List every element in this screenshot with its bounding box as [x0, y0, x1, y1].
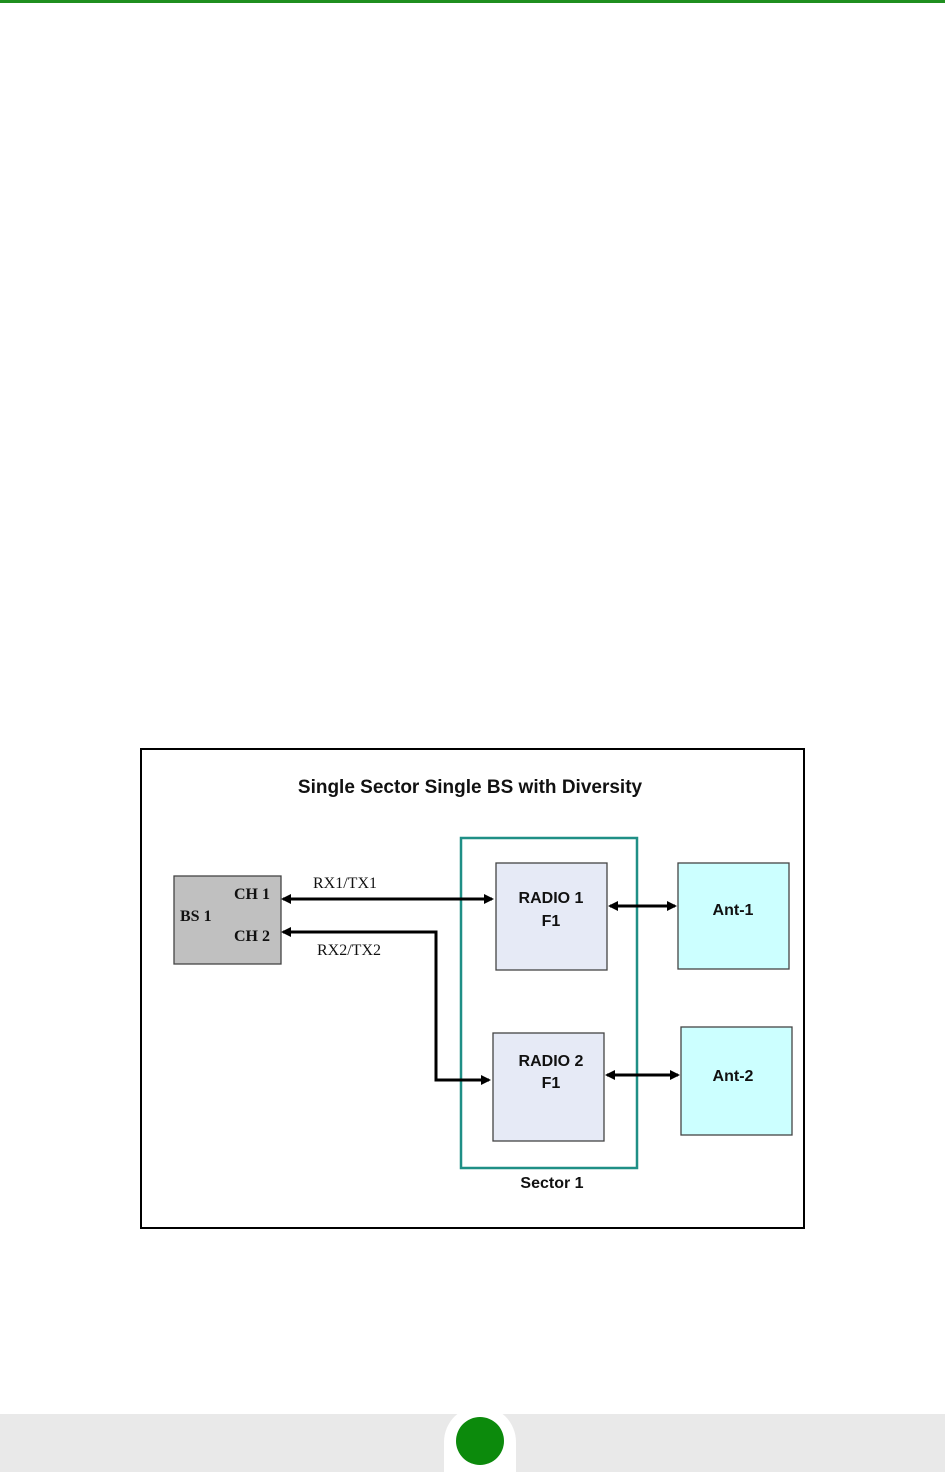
ant1-label: Ant-1 — [713, 902, 754, 919]
diagram-title: Single Sector Single BS with Diversity — [298, 777, 643, 798]
ant2-box — [680, 1026, 793, 1136]
ant1-box — [677, 862, 790, 970]
figure-frame — [140, 748, 805, 1229]
bs-ch1-label: CH 1 — [234, 886, 270, 903]
radio1-freq: F1 — [542, 913, 561, 930]
bs-ch2-label: CH 2 — [234, 928, 270, 945]
link2-arrow — [281, 927, 491, 1085]
radio1-label: RADIO 1 — [519, 890, 584, 907]
radio2-box — [492, 1032, 605, 1142]
bs-box — [173, 875, 282, 965]
ant2-label: Ant-2 — [713, 1068, 754, 1085]
bs-label: BS 1 — [180, 908, 212, 925]
sector-diagram: Single Sector Single BS with Diversity S… — [140, 748, 805, 1229]
radio1-box — [495, 862, 608, 971]
link1-label: RX1/TX1 — [313, 875, 377, 892]
sector-label: Sector 1 — [520, 1175, 583, 1192]
radio2-label: RADIO 2 — [519, 1053, 584, 1070]
header-rule — [0, 0, 945, 3]
link2-label: RX2/TX2 — [317, 942, 381, 959]
radio2-freq: F1 — [542, 1075, 561, 1092]
footer-green-dot — [456, 1417, 504, 1465]
